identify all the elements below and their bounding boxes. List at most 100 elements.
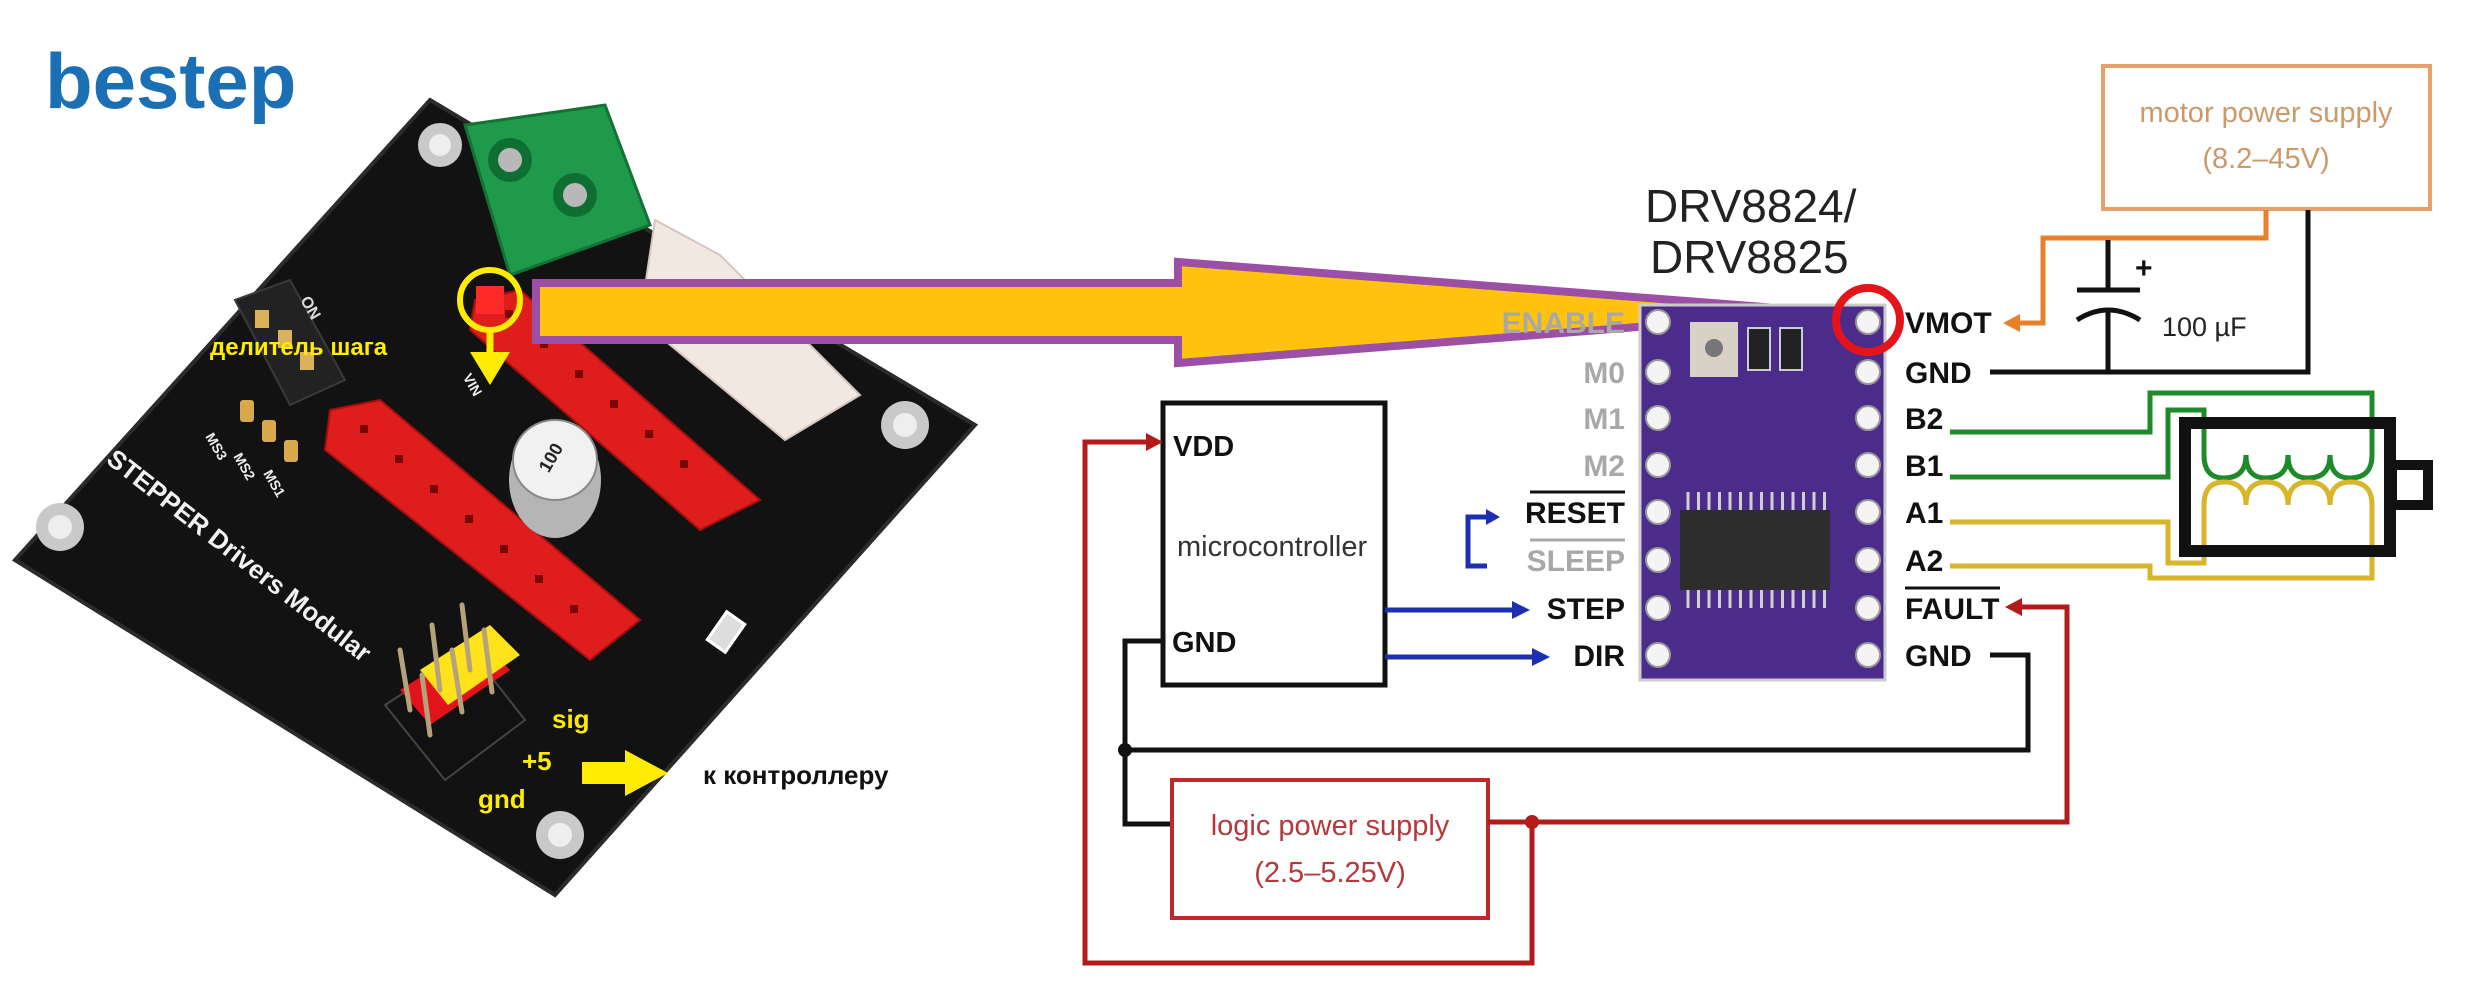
a1-wire: [1950, 505, 2207, 566]
driver-pin-pad: [1855, 405, 1881, 431]
mcu-vdd-wire: [1082, 439, 1535, 966]
mounting-hole: [881, 401, 929, 449]
driver-socket-left: [323, 398, 642, 662]
driver-chip: [1680, 510, 1830, 590]
driver-pin-pad: [1645, 405, 1671, 431]
driver-pin-pad: [1855, 309, 1881, 335]
driver-left-pin-label: STEP: [1547, 593, 1625, 626]
driver-pin-pad: [1645, 547, 1671, 573]
driver-right-pin-label: GND: [1905, 357, 1972, 390]
motor-gnd-wire: [1990, 210, 2311, 375]
driver-pin-pad: [1855, 547, 1881, 573]
motor-supply-line2: (8.2–45V): [2202, 143, 2329, 175]
vin-pointer-arrowhead: [470, 352, 510, 385]
driver-right-pin-label: GND: [1905, 640, 1972, 673]
reset-arrowhead: [1486, 509, 1500, 525]
microcontroller-vdd: VDD: [1173, 431, 1234, 463]
logic-power-supply-box: [1170, 778, 1490, 920]
mounting-hole: [418, 123, 462, 167]
vmot-arrowhead: [2003, 314, 2020, 332]
sig-annotation: sig: [552, 704, 590, 734]
logo: bestep: [45, 37, 296, 125]
coil-b: [2201, 454, 2375, 481]
vin-socket-pin: [476, 286, 504, 314]
driver-right-pin-label: VMOT: [1905, 307, 1992, 340]
vmot-wire: [2015, 210, 2269, 326]
driver-pin-pad: [1645, 359, 1671, 385]
chip-legs: [1686, 492, 1826, 608]
driver-pin-pad: [1855, 359, 1881, 385]
fault-arrowhead: [2005, 598, 2022, 616]
logic-supply-line1: logic power supply: [1211, 810, 1450, 842]
to-controller-label: к контроллеру: [703, 760, 889, 790]
capacitor-label: 100 µF: [2162, 312, 2247, 342]
driver-pin-column-right: [1855, 309, 1881, 668]
driver-pin-column-left: [1645, 309, 1671, 668]
driver-pin-pad: [1645, 309, 1671, 335]
driver-title-line2: DRV8825: [1650, 231, 1849, 283]
sense-resistor: [1747, 327, 1771, 371]
board-capacitor: 100: [509, 419, 601, 538]
status-led: [705, 609, 747, 655]
motor-power-supply-box: [2101, 64, 2432, 211]
driver-right-pin-label: A2: [1905, 545, 1943, 578]
vmot-highlight-circle: [1832, 284, 1904, 356]
capacitor-100uf: [2075, 240, 2142, 372]
driver-title-line1: DRV8824/: [1645, 180, 1857, 232]
b2-wire: [1950, 390, 2375, 455]
driver-left-pin-label: M2: [1583, 450, 1625, 483]
driver-pin-pad: [1645, 642, 1671, 668]
driver-left-pin-label: DIR: [1573, 640, 1625, 673]
driver-pin-pad: [1855, 452, 1881, 478]
driver-gnd-wire: [1125, 652, 2031, 753]
driver-pin-pad: [1645, 452, 1671, 478]
vdd-junction: [1525, 815, 1539, 829]
driver-pin-pad: [1645, 499, 1671, 525]
step-divider-annotation: делитель шага: [210, 334, 388, 361]
step-arrowhead: [1512, 601, 1530, 619]
stepper-motor: [2179, 417, 2433, 557]
driver-right-pin-label: B1: [1905, 450, 1943, 483]
control-pin-header: [383, 602, 527, 782]
to-controller-arrow: [582, 750, 668, 796]
mounting-hole: [536, 811, 584, 859]
mounting-hole: [36, 503, 84, 551]
vdd-arrowhead: [1146, 433, 1163, 451]
vmot-link-arrow: [532, 257, 1831, 368]
driver-pin-pad: [1645, 595, 1671, 621]
driver-left-pin-label: M1: [1583, 403, 1625, 436]
coil-a: [2201, 479, 2375, 506]
driver-pin-pad: [1855, 595, 1881, 621]
logic-supply-line2: (2.5–5.25V): [1254, 857, 1406, 889]
ms-pads: [240, 400, 298, 462]
driver-left-pin-label: M0: [1583, 357, 1625, 390]
logic-vdd-wire: [1488, 604, 2070, 825]
gnd-annotation: gnd: [478, 784, 526, 814]
a2-wire: [1950, 505, 2375, 581]
drv8825-module: [1638, 303, 1887, 682]
microcontroller-box: [1160, 400, 1388, 688]
driver-pin-pad: [1855, 499, 1881, 525]
driver-pin-pad: [1855, 642, 1881, 668]
driver-right-pin-label: FAULT: [1905, 593, 1999, 626]
microcontroller-gnd: GND: [1172, 627, 1236, 659]
sense-resistor: [1779, 327, 1803, 371]
driver-left-pin-label: SLEEP: [1527, 545, 1625, 578]
gnd-junction: [1118, 743, 1132, 757]
mcu-gnd-wire: [1122, 638, 1172, 827]
b1-wire: [1950, 407, 2207, 480]
driver-right-pin-label: A1: [1905, 497, 1943, 530]
reset-sleep-link: [1465, 514, 1490, 569]
motor-supply-line1: motor power supply: [2139, 97, 2393, 129]
power-terminal-block: [463, 103, 652, 277]
driver-left-pin-label: ENABLE: [1502, 307, 1625, 340]
capacitor-polarity: +: [2135, 252, 2153, 285]
plus5-annotation: +5: [522, 746, 552, 776]
microcontroller-label: microcontroller: [1177, 531, 1367, 563]
dir-arrowhead: [1532, 648, 1550, 666]
driver-left-pin-label: RESET: [1525, 497, 1625, 530]
driver-right-pin-label: B2: [1905, 403, 1943, 436]
